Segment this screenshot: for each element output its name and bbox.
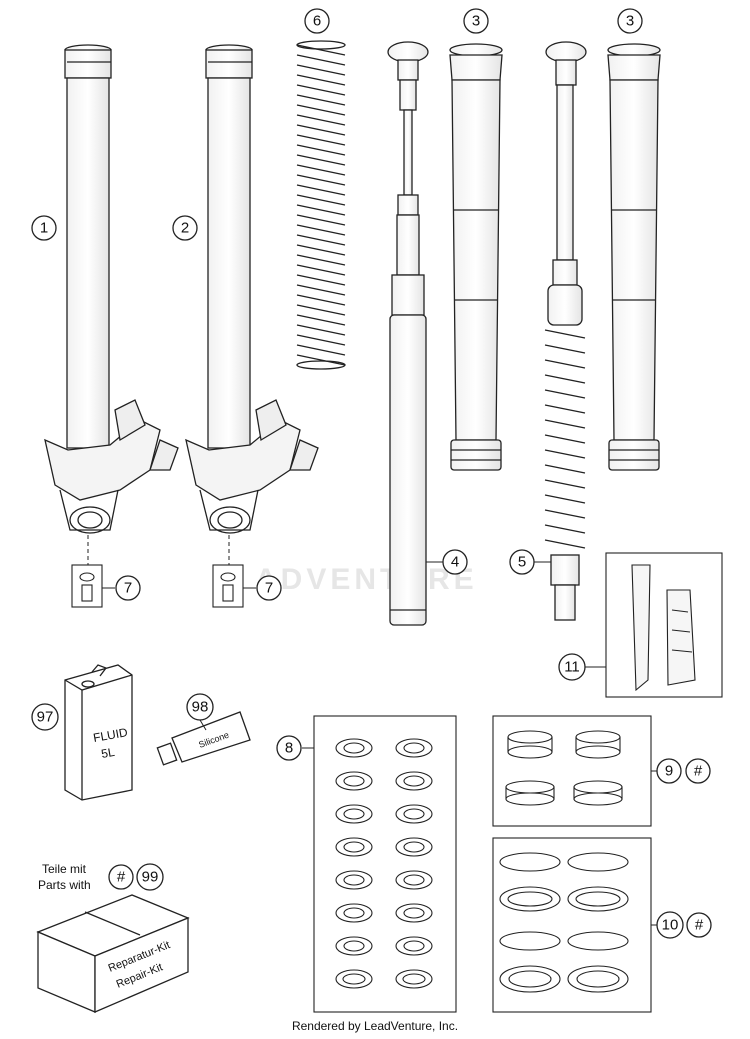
inner-tube-right (607, 43, 661, 471)
seal-set-box (313, 715, 457, 1013)
svg-text:8: 8 (285, 740, 293, 757)
svg-text:97: 97 (37, 709, 54, 726)
footer-credit: Rendered by LeadVenture, Inc. (291, 1019, 459, 1033)
part-7-box-right (212, 564, 244, 608)
svg-text:#: # (695, 917, 704, 934)
svg-text:6: 6 (313, 13, 321, 30)
spring-cartridge (544, 41, 587, 621)
svg-text:4: 4 (451, 554, 459, 571)
part-11-box (605, 552, 723, 698)
svg-text:3: 3 (626, 13, 634, 30)
callout-99-hash: # (108, 864, 134, 890)
callout-8: 8 (276, 735, 302, 761)
callout-10-hash: # (686, 912, 712, 938)
callout-3-right: 3 (617, 8, 643, 34)
seal-kit-box (492, 837, 652, 1013)
svg-text:10: 10 (662, 917, 679, 934)
callout-5: 5 (509, 549, 535, 575)
callout-7-left: 7 (115, 575, 141, 601)
callout-99: 99 (136, 863, 164, 891)
parts-note-line-2: Parts with (38, 878, 91, 892)
callout-9-hash: # (685, 758, 711, 784)
part-7-box-left (71, 564, 103, 608)
leader-line-98 (199, 719, 207, 731)
callout-98: 98 (186, 693, 214, 721)
damping-cartridge (387, 41, 429, 626)
watermark: ADVENTURE (255, 563, 478, 596)
svg-text:2: 2 (181, 220, 189, 237)
repair-kit-box (36, 894, 190, 1013)
fluid-can-label-2: 5L (100, 745, 116, 761)
callout-11: 11 (558, 653, 586, 681)
fork-spring (296, 40, 346, 370)
svg-text:11: 11 (564, 659, 580, 676)
svg-text:#: # (694, 763, 703, 780)
parts-note-line-1: Teile mit (42, 862, 87, 876)
svg-text:#: # (117, 869, 126, 886)
svg-text:99: 99 (142, 869, 159, 886)
callout-7-right: 7 (256, 575, 282, 601)
svg-text:7: 7 (265, 580, 273, 597)
callout-6: 6 (304, 8, 330, 34)
outer-tube-left (44, 44, 179, 534)
callout-4: 4 (442, 549, 468, 575)
callout-1: 1 (31, 215, 57, 241)
fluid-can (64, 664, 133, 801)
callout-3-left: 3 (463, 8, 489, 34)
svg-text:5: 5 (518, 554, 526, 571)
bushing-set-box (492, 715, 652, 827)
inner-tube-left (449, 43, 503, 471)
callout-10: 10 (656, 911, 684, 939)
svg-text:7: 7 (124, 580, 132, 597)
fluid-can-label-1: FLUID (92, 725, 129, 745)
svg-text:1: 1 (40, 220, 48, 237)
callout-2: 2 (172, 215, 198, 241)
svg-text:3: 3 (472, 13, 480, 30)
svg-text:9: 9 (665, 763, 673, 780)
callout-9: 9 (656, 758, 682, 784)
outer-tube-right (185, 44, 319, 534)
svg-text:98: 98 (192, 699, 209, 716)
callout-97: 97 (31, 703, 59, 731)
silicone-tube (156, 711, 251, 766)
